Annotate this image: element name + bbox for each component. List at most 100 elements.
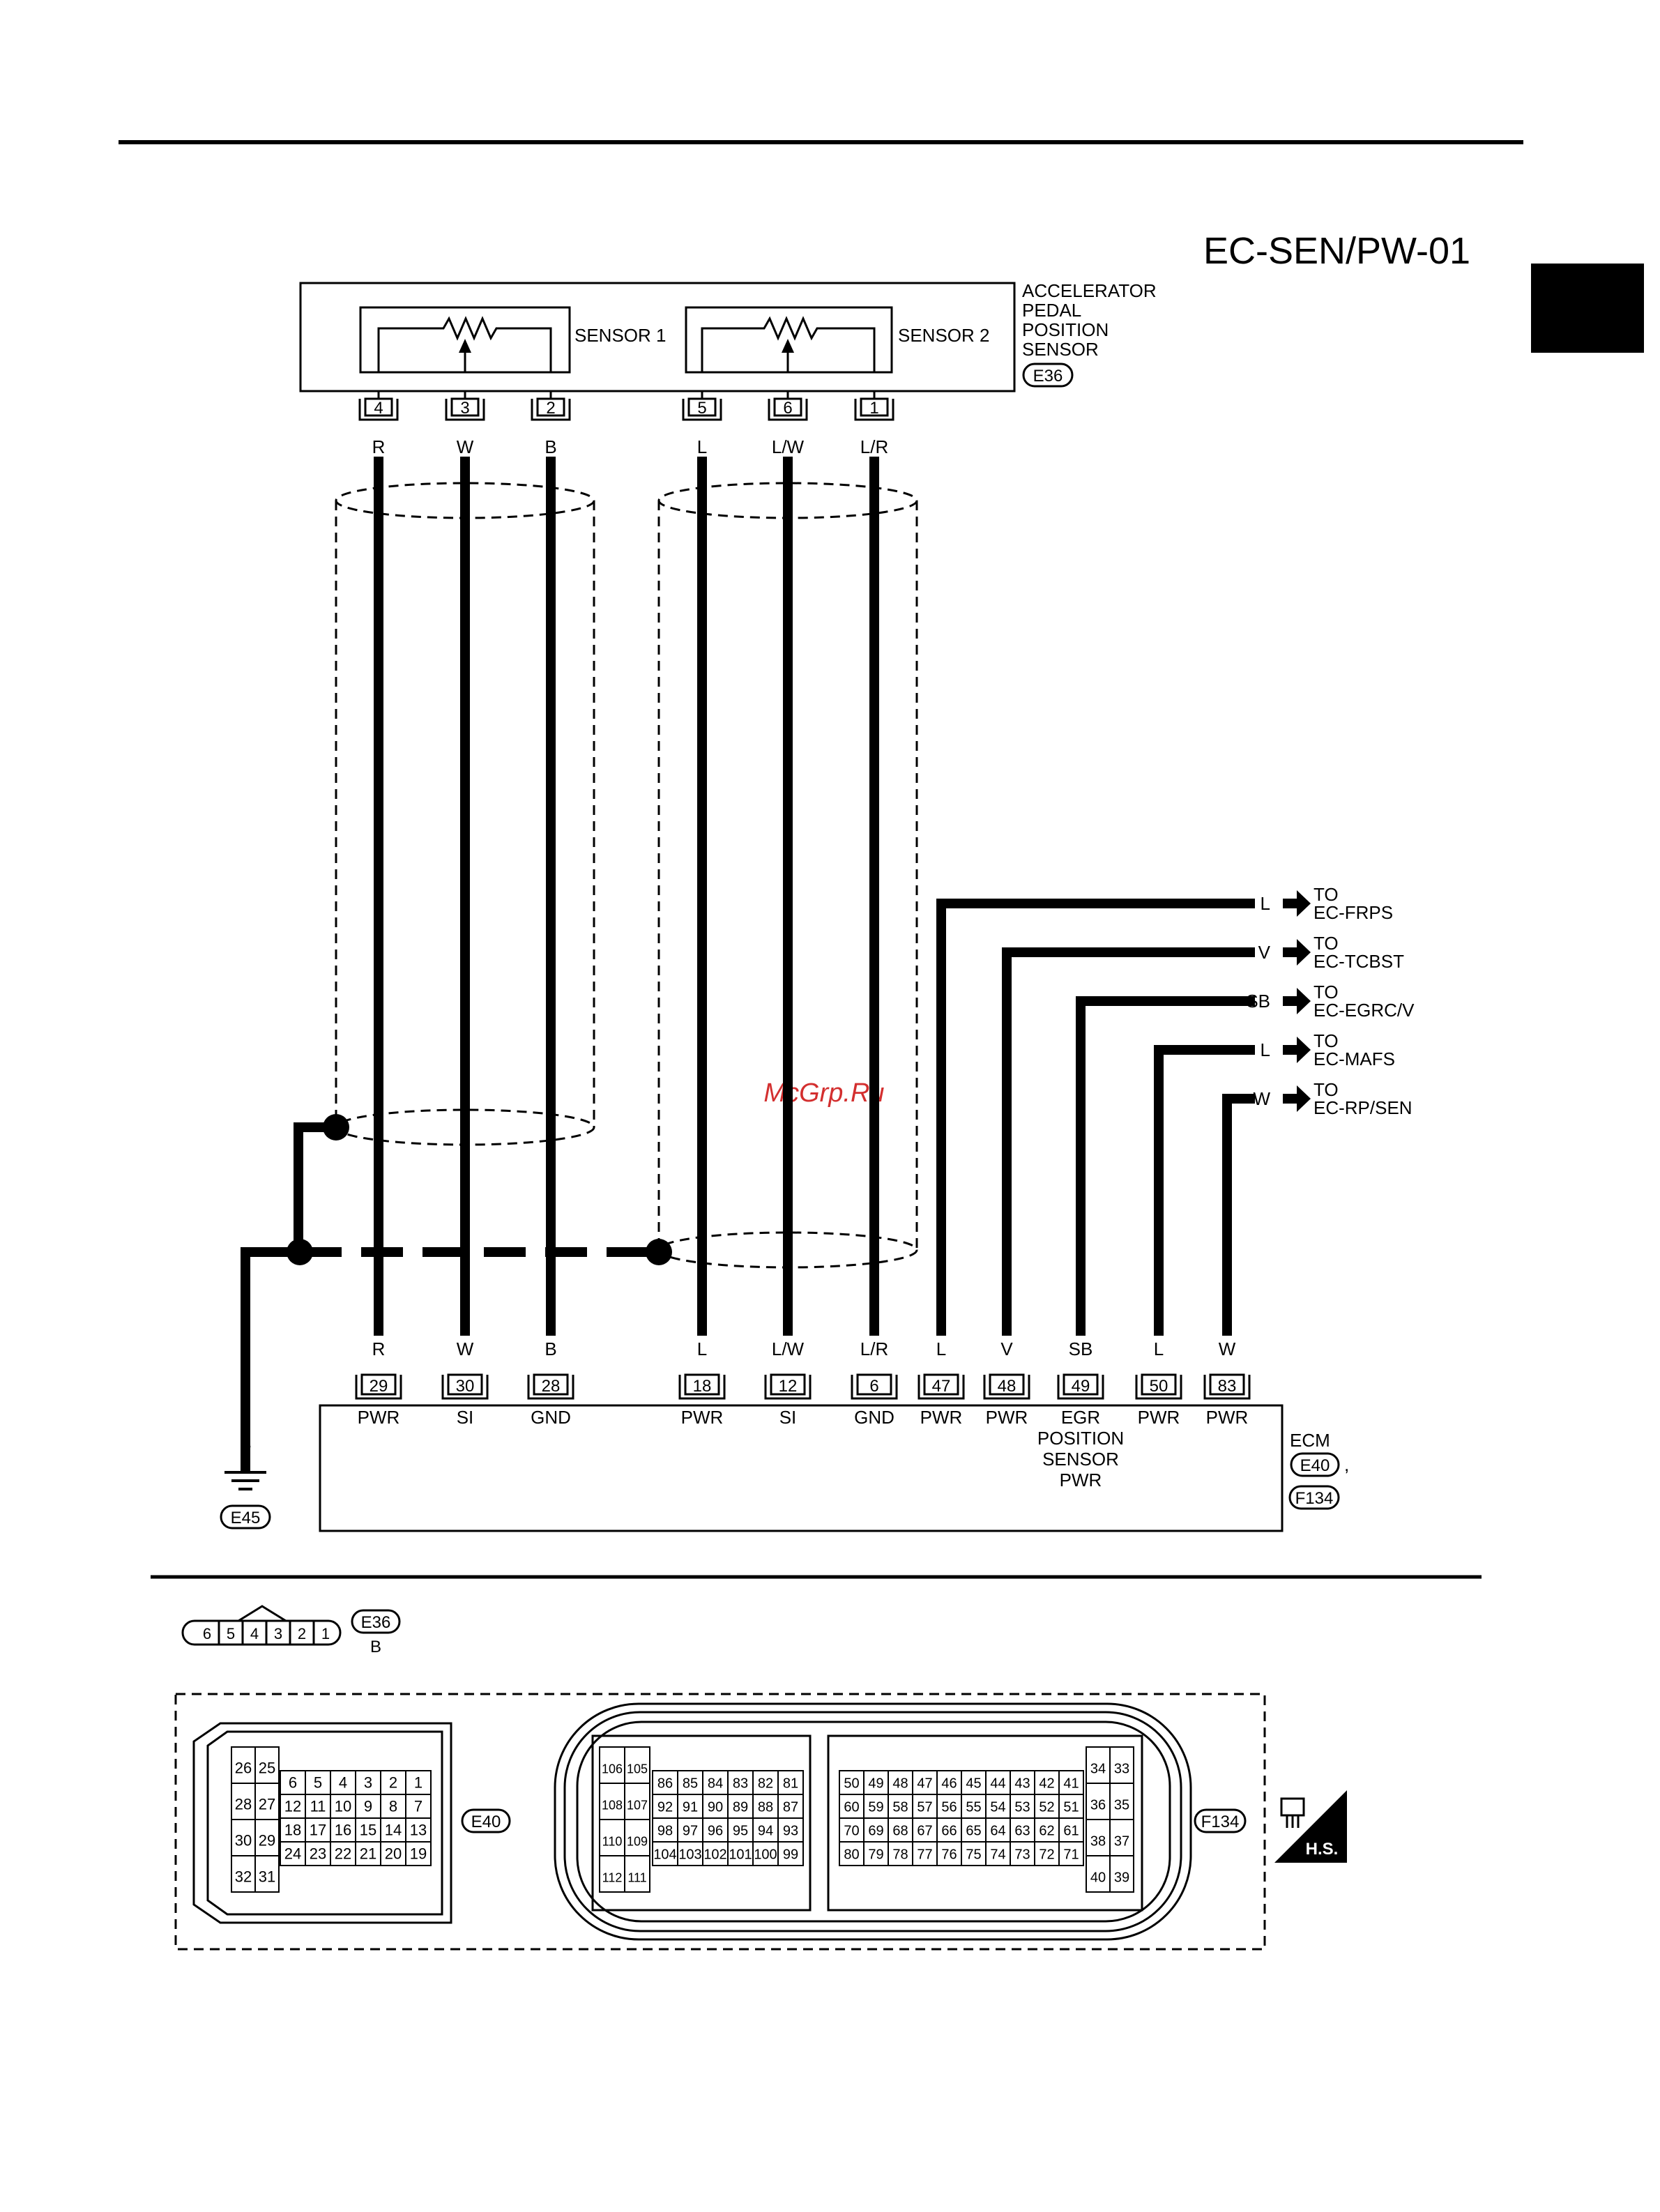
f134-right-cell [1086,1855,1111,1893]
f134-grid-b-pin: 80 [844,1847,859,1862]
ecm-pin-label-line: SENSOR [1042,1449,1119,1470]
ecm-pin-bracket [1135,1375,1182,1400]
wire-color-bottom: L/W [772,1338,805,1359]
sensor-pin-bracket [854,399,894,421]
f134-grid-a-pin: 83 [733,1776,748,1791]
f134-grid-b-cell [936,1817,962,1843]
sensor1-wiper-arrow-icon [459,339,471,353]
watermark: McGrp.Ru [763,1078,884,1108]
section-tab-marker [1531,264,1644,353]
f134-grid-b-pin: 49 [868,1776,883,1791]
branch-to-line2: EC-FRPS [1313,902,1393,923]
f134-grid-a-cell [702,1770,729,1795]
f134-grid-b-pin: 66 [941,1823,957,1838]
f134-grid-b-pin: 68 [892,1823,908,1838]
f134-grid-b-pin: 78 [892,1847,908,1862]
sensor-connector-tag [1022,363,1074,388]
branch-color-bottom: L [936,1338,946,1359]
ecm-pin-number: 48 [998,1377,1016,1396]
arrow-right-icon [1283,1037,1311,1063]
wire-color-bottom: W [457,1338,474,1359]
f134-grid-a-pin: 100 [754,1847,777,1862]
f134-grid-b-pin: 51 [1063,1799,1079,1815]
e40-left-pin: 26 [235,1759,252,1776]
ecm-pin-bracket [1203,1375,1251,1400]
sensor-pin-number: 4 [374,399,383,418]
sensor-pin-number: 3 [460,399,469,418]
e36-pin: 5 [227,1625,235,1642]
branch-color-bottom: L [1154,1338,1164,1359]
f134-grid-b-pin: 42 [1039,1776,1054,1791]
branch-to-line1: TO [1313,982,1339,1002]
ecm-pin-number: 18 [693,1377,712,1396]
e36-tag [351,1609,401,1634]
e40-grid-cell [380,1841,406,1866]
f134-left-cell [599,1855,625,1893]
f134-grid-b-cell [839,1770,865,1795]
f134-grid-a-cell [777,1794,804,1819]
f134-grid-b-cell [888,1817,913,1843]
e40-grid-cell [355,1841,381,1866]
sensor-pin-box [773,397,802,417]
f134-grid-a-pin: 81 [783,1776,798,1791]
ecm-connector2-tag [1288,1485,1340,1510]
ecm-pin-label-line: POSITION [1037,1428,1124,1449]
e36-pin: 3 [274,1625,282,1642]
f134-grid-a-cell [702,1841,729,1866]
sensor-pin-bracket [358,399,399,421]
e40-grid-pin: 5 [314,1774,322,1791]
e40-grid-pin: 13 [410,1821,427,1838]
e40-grid-pin: 19 [410,1845,427,1862]
ecm-pin-bracket [917,1375,965,1400]
wire-color-top: B [545,436,556,457]
ground-connector-label: E45 [231,1509,261,1527]
e40-grid-pin: 16 [335,1821,351,1838]
e40-left-cell [254,1855,280,1893]
f134-left-pin: 109 [627,1834,648,1848]
f134-left-cell [624,1819,650,1856]
ground-color-label: B [239,1433,251,1454]
e40-left-cell [231,1746,256,1784]
f134-grid-a-pin: 82 [758,1776,773,1791]
branch-color: V [1258,942,1271,963]
f134-grid-a-cell [777,1770,804,1795]
sensor-name-line-2: PEDAL [1022,300,1081,321]
e40-grid-pin: 7 [414,1797,422,1815]
f134-grid-a-pin: 93 [783,1823,798,1838]
ecm-pin-box [1141,1373,1177,1396]
f134-grid-a-cell [777,1841,804,1866]
f134-grid-a-pin: 96 [708,1823,723,1838]
f134-grid-b-pin: 64 [990,1823,1005,1838]
f134-middle-shell [563,1711,1182,1932]
ecm-pin-bracket [851,1375,898,1400]
branch-to-line1: TO [1313,1030,1339,1051]
ecm-pin-number: 28 [542,1377,561,1396]
e40-grid-pin: 10 [335,1797,351,1815]
f134-grid-b-pin: 43 [1014,1776,1030,1791]
sensor2-label: SENSOR 2 [898,325,990,346]
ecm-pin-label-line: EGR [1061,1407,1100,1428]
f134-grid-b-pin: 44 [990,1776,1005,1791]
f134-grid-a-pin: 101 [729,1847,752,1862]
f134-left-cell [624,1746,650,1784]
ecm-connector-separator: , [1344,1454,1349,1475]
f134-grid-b-cell [888,1770,913,1795]
e40-grid-pin: 4 [339,1774,347,1791]
shield-a-splice [323,1114,349,1141]
f134-grid-a-cell [727,1841,754,1866]
f134-grid-b-pin: 41 [1063,1776,1079,1791]
ecm-pin-box [770,1373,806,1396]
e40-grid-pin: 23 [310,1845,326,1862]
wire-color-top: L [697,436,707,457]
f134-right-pin: 39 [1114,1870,1129,1885]
page-title: EC-SEN/PW-01 [1203,230,1470,272]
harness-connector-icon [1280,1797,1305,1817]
ecm-pin-label: SI [457,1407,474,1428]
e40-grid-cell [405,1794,432,1819]
e40-left-cell [231,1783,256,1820]
e40-grid-cell [280,1794,306,1819]
